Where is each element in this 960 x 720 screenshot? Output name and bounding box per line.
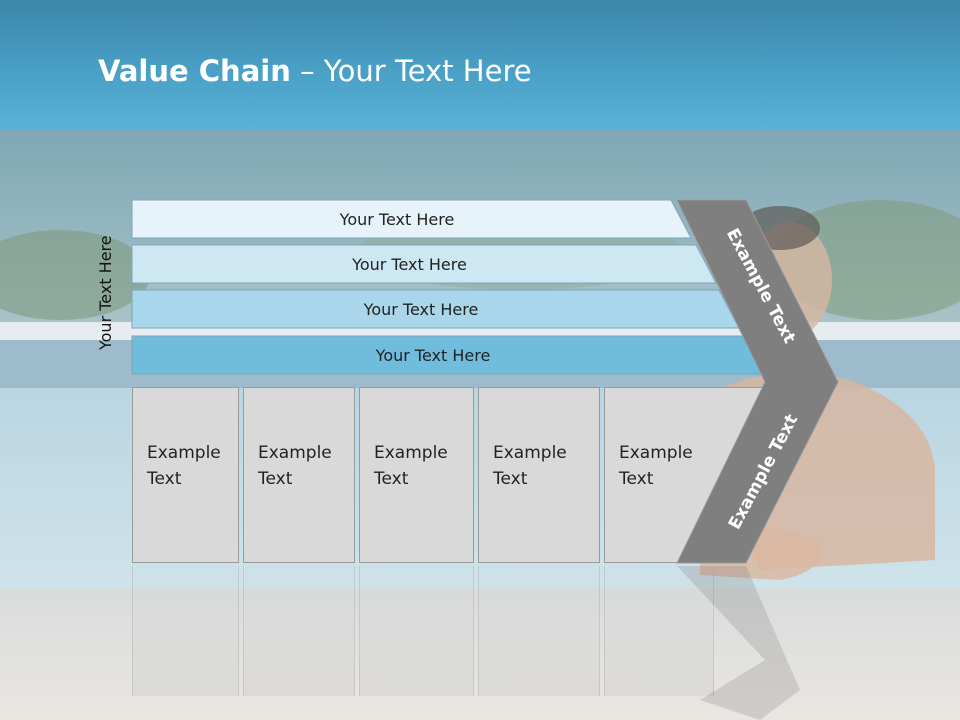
band-row: Your Text Here — [131, 244, 717, 284]
band-label: Your Text Here — [352, 254, 467, 274]
band-row: Your Text Here — [131, 199, 692, 239]
cell-line1: Example — [147, 443, 221, 463]
band-label: Your Text Here — [339, 209, 455, 229]
band-label: Your Text Here — [363, 299, 479, 319]
cell-line1: Example — [619, 443, 693, 463]
title-rest: – Your Text Here — [290, 54, 532, 88]
title-bold: Value Chain — [98, 54, 291, 88]
cell-line1: Example — [374, 443, 448, 463]
cell-line2: Text — [493, 469, 528, 489]
band-row: Your Text Here — [131, 335, 764, 375]
cell-reflection — [132, 566, 239, 696]
cell-line2: Text — [147, 469, 182, 489]
cell-reflection — [243, 566, 355, 696]
cell-line2: Text — [258, 469, 293, 489]
cell-line2: Text — [619, 469, 654, 489]
page-title: Value Chain – Your Text Here — [98, 54, 532, 88]
title-bar — [0, 0, 960, 130]
side-label: Your Text Here — [96, 235, 115, 350]
cell-line1: Example — [258, 443, 332, 463]
band-row: Your Text Here — [131, 289, 740, 329]
cell-reflection — [604, 566, 714, 696]
cell-reflection — [478, 566, 600, 696]
cell-line1: Example — [493, 443, 567, 463]
cell-reflection — [359, 566, 474, 696]
cell-line2: Text — [374, 469, 409, 489]
band-label: Your Text Here — [375, 345, 491, 365]
